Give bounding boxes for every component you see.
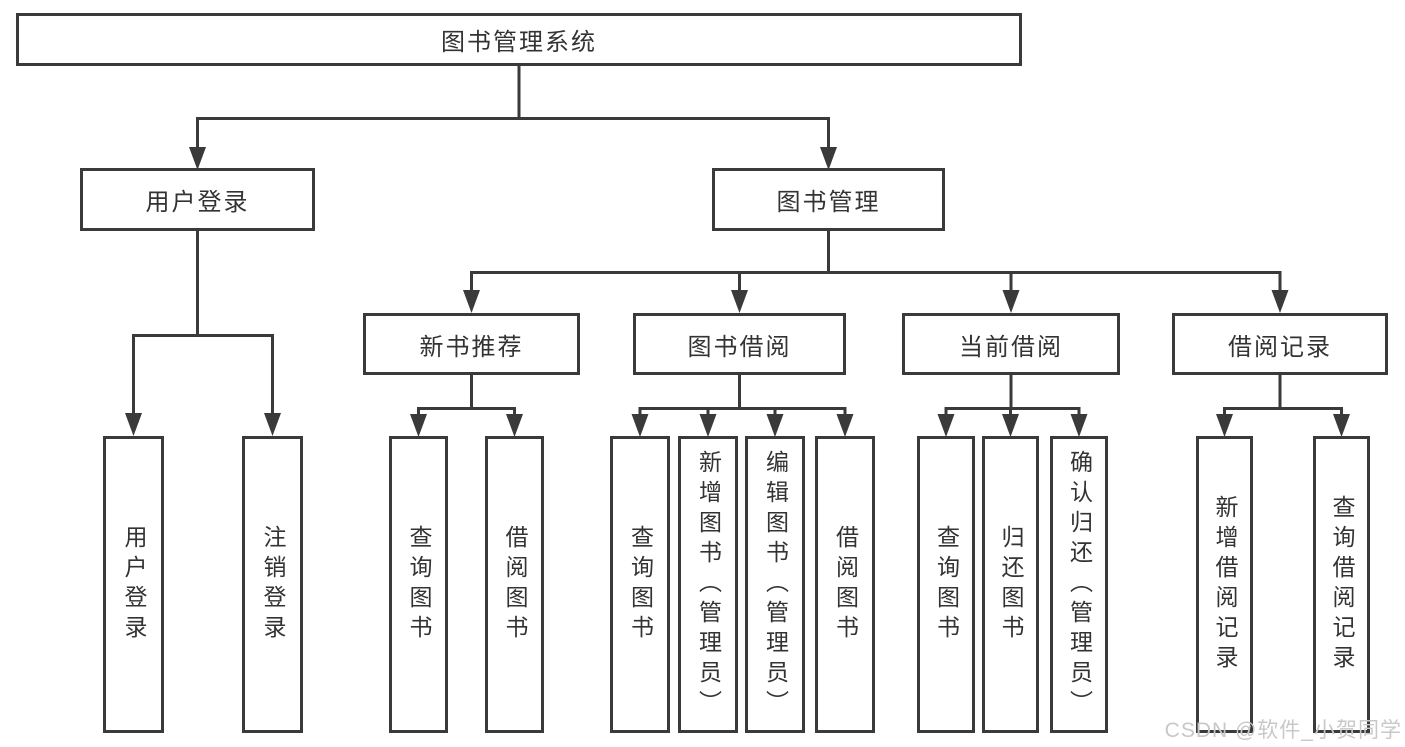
leaf-br-query-record: 查询借阅记录 [1313, 436, 1370, 733]
leaf-logout: 注销登录 [242, 436, 303, 733]
leaf-label: 查询图书 [933, 524, 960, 645]
node-label: 图书管理系统 [441, 29, 597, 56]
leaf-label: 注销登录 [260, 524, 286, 645]
leaf-rec-borrow-books: 借阅图书 [485, 436, 544, 733]
node-book-borrow: 图书借阅 [633, 313, 846, 375]
leaf-bb-add-books-admin: 新增图书（管理员） [678, 436, 738, 733]
arrowheads [125, 147, 1350, 437]
node-label: 新书推荐 [419, 333, 524, 361]
leaf-label: 用户登录 [121, 524, 147, 645]
leaf-bb-query-books: 查询图书 [610, 436, 670, 733]
node-borrow-records: 借阅记录 [1172, 313, 1388, 375]
node-label: 图书借阅 [687, 333, 792, 361]
leaf-bb-edit-books-admin: 编辑图书（管理员） [745, 436, 805, 733]
leaf-bb-borrow-books: 借阅图书 [815, 436, 875, 733]
leaf-user-login: 用户登录 [103, 436, 164, 733]
leaf-label: 确认归还（管理员） [1066, 449, 1093, 720]
leaf-cb-query-books: 查询图书 [917, 436, 975, 733]
leaf-label: 查询图书 [627, 524, 654, 645]
leaf-label: 新增借阅记录 [1212, 494, 1238, 675]
leaf-label: 查询借阅记录 [1329, 494, 1355, 675]
leaf-cb-return-books: 归还图书 [982, 436, 1039, 733]
csdn-watermark: CSDN @软件_小贺同学 [1164, 719, 1402, 742]
node-label: 用户登录 [145, 189, 250, 216]
node-user-login: 用户登录 [80, 168, 315, 231]
leaf-label: 编辑图书（管理员） [762, 449, 789, 720]
leaf-label: 归还图书 [998, 524, 1024, 645]
node-book-management: 图书管理 [712, 168, 945, 231]
leaf-label: 借阅图书 [502, 524, 528, 645]
node-label: 图书管理 [776, 189, 881, 216]
leaf-br-add-record: 新增借阅记录 [1196, 436, 1253, 733]
leaf-label: 查询图书 [406, 524, 432, 645]
node-current-borrow: 当前借阅 [902, 313, 1120, 375]
node-root: 图书管理系统 [16, 13, 1022, 66]
node-label: 当前借阅 [959, 333, 1063, 361]
leaf-rec-query-books: 查询图书 [389, 436, 448, 733]
node-new-book-recommend: 新书推荐 [363, 313, 580, 375]
leaf-cb-confirm-return-admin: 确认归还（管理员） [1050, 436, 1108, 733]
node-label: 借阅记录 [1228, 333, 1332, 361]
leaf-label: 借阅图书 [832, 524, 859, 645]
leaf-label: 新增图书（管理员） [695, 449, 722, 720]
